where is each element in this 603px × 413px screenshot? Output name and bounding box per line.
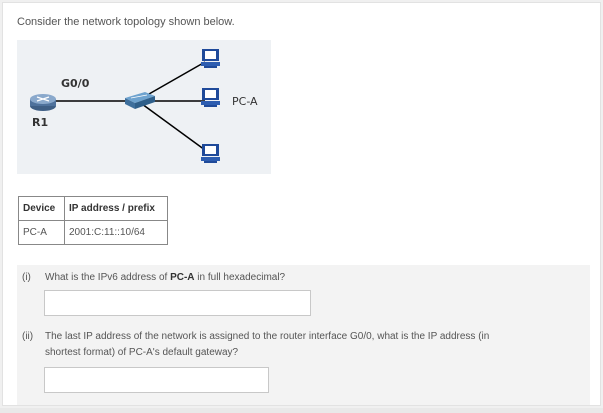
question-1-bold: PC-A bbox=[170, 272, 195, 283]
pc-bottom-icon bbox=[201, 144, 220, 163]
topology-svg bbox=[30, 49, 220, 163]
header-ip: IP address / prefix bbox=[64, 196, 168, 221]
answer-2-input[interactable] bbox=[44, 367, 269, 393]
pc-a-label: PC-A bbox=[232, 95, 258, 108]
cell-ip: 2001:C:11::10/64 bbox=[64, 220, 168, 245]
interface-label: G0/0 bbox=[61, 77, 90, 90]
network-topology-diagram: G0/0 R1 PC-A bbox=[17, 40, 271, 174]
bottom-strip bbox=[0, 408, 603, 413]
intro-text: Consider the network topology shown belo… bbox=[17, 16, 235, 28]
questions-panel: (i) What is the IPv6 address of PC-A in f… bbox=[17, 265, 590, 405]
link-switch-pc-top bbox=[141, 61, 206, 99]
pc-top-icon bbox=[201, 49, 220, 68]
router-label: R1 bbox=[32, 116, 49, 129]
question-2-number: (ii) bbox=[22, 331, 34, 342]
pc-a-icon bbox=[201, 88, 220, 107]
question-2-line-2: shortest format) of PC-A's default gatew… bbox=[45, 347, 239, 358]
table-header-row: Device IP address / prefix bbox=[18, 196, 168, 221]
header-device: Device bbox=[18, 196, 65, 221]
question-2: (ii) The last IP address of the network i… bbox=[22, 329, 582, 361]
cell-device: PC-A bbox=[18, 220, 65, 245]
question-page: Consider the network topology shown belo… bbox=[2, 2, 601, 406]
link-switch-pc-bottom bbox=[141, 103, 206, 151]
answer-1-input[interactable] bbox=[44, 290, 311, 316]
question-1: (i) What is the IPv6 address of PC-A in f… bbox=[22, 270, 285, 286]
ip-address-table: Device IP address / prefix PC-A 2001:C:1… bbox=[18, 196, 168, 245]
table-row: PC-A 2001:C:11::10/64 bbox=[18, 220, 168, 245]
switch-icon bbox=[125, 92, 155, 109]
question-1-text-after: in full hexadecimal? bbox=[194, 272, 286, 283]
question-1-text-before: What is the IPv6 address of bbox=[45, 272, 171, 283]
question-2-line-1: The last IP address of the network is as… bbox=[45, 331, 490, 342]
question-1-number: (i) bbox=[22, 272, 31, 283]
router-icon bbox=[30, 94, 56, 111]
